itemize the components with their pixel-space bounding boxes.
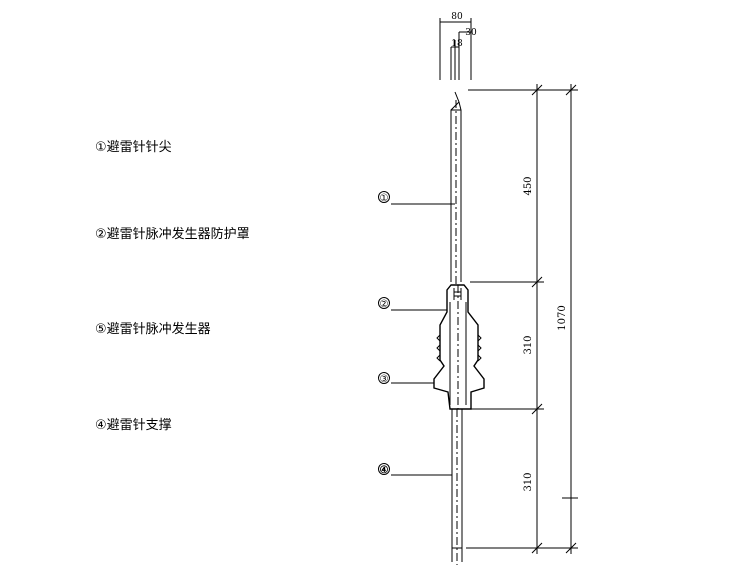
detail-section xyxy=(439,18,472,80)
support-mast xyxy=(451,409,463,565)
dim-310-lower: 310 xyxy=(523,472,534,491)
detail-dim-30: 30 xyxy=(465,28,477,38)
dim-450: 450 xyxy=(523,176,534,195)
rod-tip xyxy=(450,91,462,285)
legend-item-tip: ①避雷针针尖 xyxy=(95,140,172,155)
callout-1: ① xyxy=(380,193,389,204)
callout-3: ③ xyxy=(380,374,389,385)
callout-2: ② xyxy=(380,299,389,310)
detail-dim-18: 18 xyxy=(451,39,463,49)
detail-dim-80: 80 xyxy=(451,12,463,22)
legend-item-pulse-generator: ⑤避雷针脉冲发生器 xyxy=(95,322,211,337)
callout-circle-4 xyxy=(378,463,390,475)
callout-4: ④ xyxy=(380,465,389,476)
dim-1070: 1070 xyxy=(557,305,568,330)
dimension-lines xyxy=(531,84,578,554)
legend-item-support: ④避雷针支撑 xyxy=(95,418,172,433)
legend-item-generator-cover: ②避雷针脉冲发生器防护罩 xyxy=(95,227,250,242)
callout-circle-3 xyxy=(378,372,390,384)
extension-lines xyxy=(466,89,578,549)
dim-310-upper: 310 xyxy=(523,335,534,354)
generator-cover xyxy=(433,284,485,410)
callout-circle-1 xyxy=(378,191,390,203)
callout-circle-2 xyxy=(378,297,390,309)
